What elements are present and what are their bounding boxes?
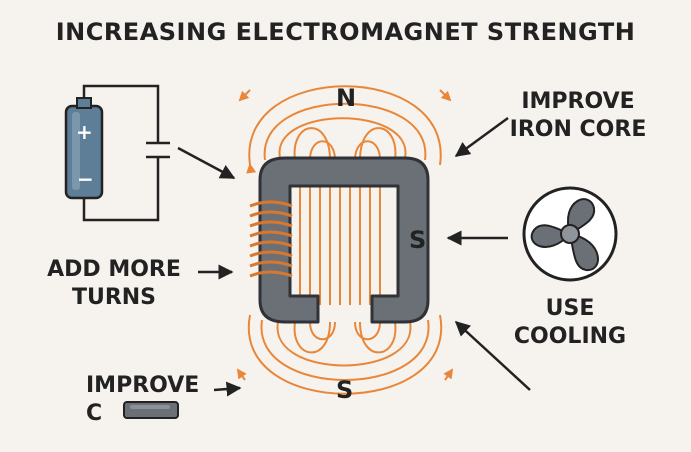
pointer-arrows <box>177 116 531 397</box>
add-more-turns-line-2: TURNS <box>71 285 157 310</box>
diagram-title: INCREASING ELECTROMAGNET STRENGTH <box>55 18 636 46</box>
bottom-right-arrow <box>454 320 531 391</box>
improve-c-label: IMPROVE C <box>86 372 200 428</box>
pole-right-label: S <box>409 226 427 254</box>
use-cooling-line-1: USE <box>545 296 595 321</box>
improve-iron-core-line-1: IMPROVE <box>521 89 635 114</box>
improve-c-line-1: IMPROVE <box>86 373 200 398</box>
improve-c-line-2: C <box>86 401 103 426</box>
circuit-wires <box>82 84 170 222</box>
use-cooling-label: USE COOLING <box>510 295 630 351</box>
add-more-turns-line-1: ADD MORE <box>47 257 181 282</box>
improve-iron-core-label: IMPROVE IRON CORE <box>508 88 648 144</box>
improve-c-arrow <box>213 381 242 397</box>
use-cooling-line-2: COOLING <box>513 324 627 349</box>
battery-minus-sign: − <box>77 167 94 191</box>
improve-iron-core-line-2: IRON CORE <box>509 117 647 142</box>
pole-top-label: N <box>336 84 357 112</box>
iron-core-arrow <box>454 116 509 158</box>
fan-icon <box>522 186 618 282</box>
bottom-field-lines <box>236 314 454 395</box>
iron-core <box>258 156 430 324</box>
battery <box>64 97 104 200</box>
top-field-lines <box>238 85 452 174</box>
coil-windings <box>249 200 293 278</box>
battery-plus-sign: + <box>76 120 93 144</box>
pole-bottom-label: S <box>336 376 354 404</box>
core-field-lines <box>299 180 381 305</box>
add-more-turns-label: ADD MORE TURNS <box>34 256 194 312</box>
battery-arrow <box>177 146 236 180</box>
metal-rod-icon <box>123 401 179 419</box>
